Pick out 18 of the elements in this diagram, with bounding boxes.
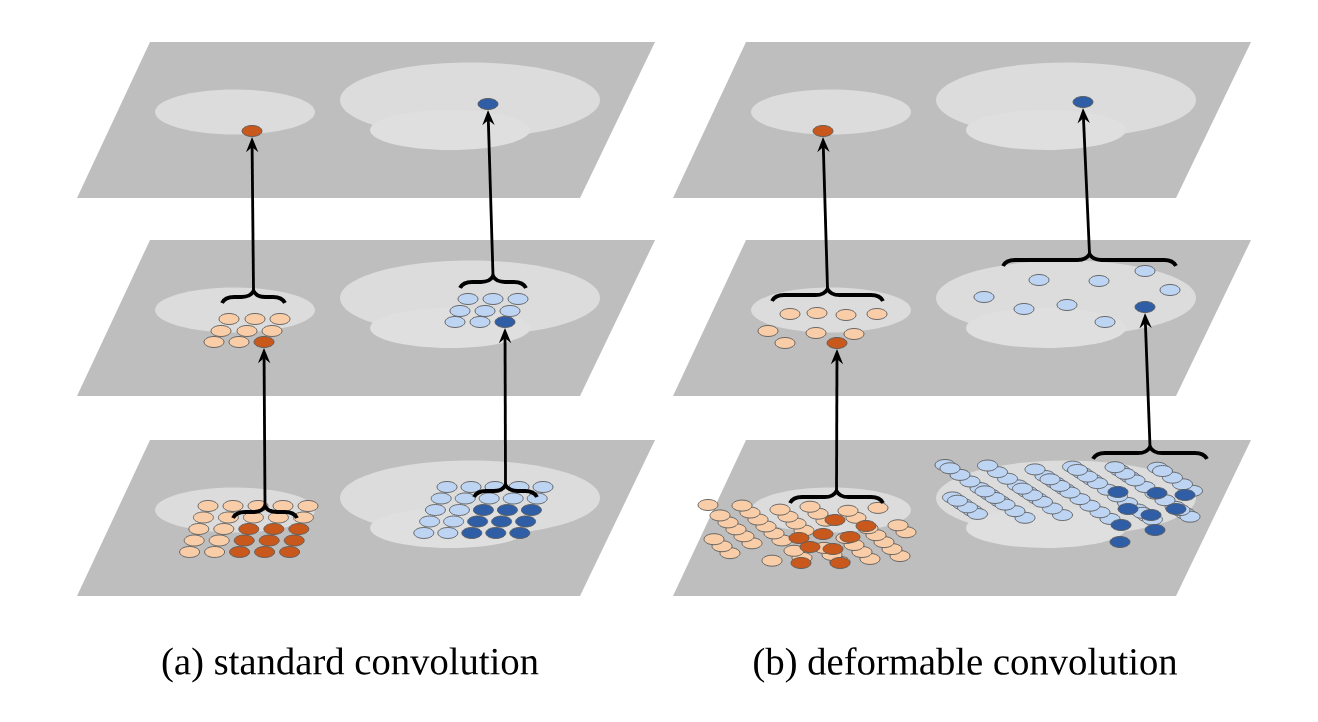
caption: (a) standard convolution xyxy=(162,647,539,683)
bracket xyxy=(458,274,528,290)
caption: (b) deformable convolution xyxy=(754,647,1178,683)
bracket xyxy=(770,287,885,303)
sampling-point xyxy=(826,337,848,349)
bracket xyxy=(472,483,539,499)
bracket xyxy=(1091,445,1209,461)
bracket xyxy=(788,489,885,505)
bracket xyxy=(220,289,287,305)
sampling-point xyxy=(477,98,499,110)
sampling-point xyxy=(1134,301,1156,313)
sampling-point xyxy=(494,316,516,328)
sampling-point xyxy=(253,336,275,348)
bracket xyxy=(1001,252,1178,268)
sampling-point xyxy=(812,125,834,137)
sampling-point xyxy=(241,125,263,137)
bracket xyxy=(231,504,299,520)
sampling-point xyxy=(1072,96,1094,108)
